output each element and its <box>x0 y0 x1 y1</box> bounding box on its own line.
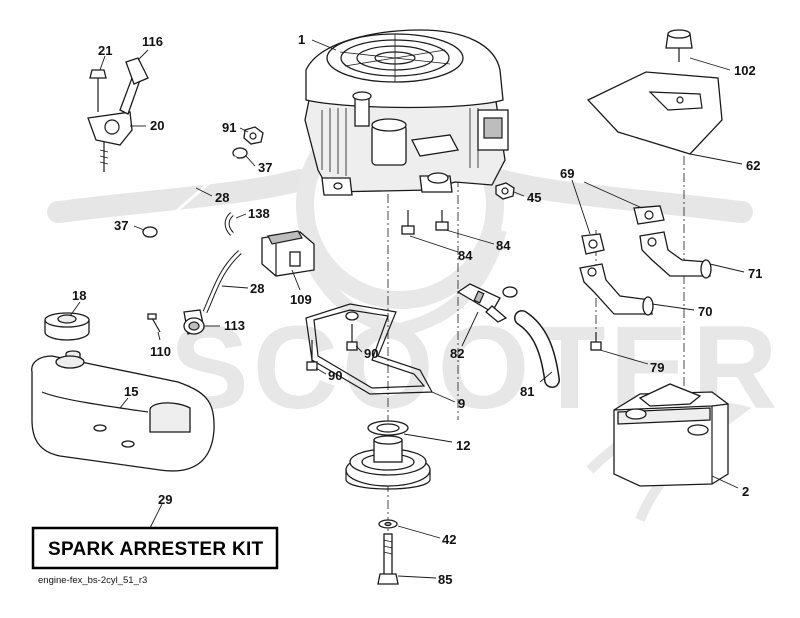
callout-28-upper: 28 <box>215 190 229 205</box>
callout-109: 109 <box>290 292 312 307</box>
nut-45 <box>495 182 515 200</box>
diagram-file-name: engine-fex_bs-2cyl_51_r3 <box>38 575 147 586</box>
callout-71: 71 <box>748 266 762 281</box>
callout-12: 12 <box>456 438 470 453</box>
callout-18: 18 <box>72 288 86 303</box>
callout-labels: 1 2 9 12 15 18 20 21 28 28 29 37 37 42 4… <box>72 32 762 587</box>
fuel-cap-18 <box>44 312 90 341</box>
exhaust-pipe-71 <box>639 231 712 279</box>
bolts-90 <box>306 324 358 371</box>
callout-84-right: 84 <box>496 238 511 253</box>
callout-116: 116 <box>142 34 163 49</box>
heat-shield-62 <box>586 71 723 155</box>
engine-assembly <box>304 29 509 196</box>
bolt-79 <box>590 332 602 351</box>
watermark-logo: SCOOTER <box>47 101 778 522</box>
callout-82: 82 <box>450 346 464 361</box>
callout-91: 91 <box>222 120 236 135</box>
callout-113: 113 <box>224 318 245 333</box>
callout-2: 2 <box>742 484 749 499</box>
fuel-line-upper <box>142 126 264 238</box>
cylinder-fins <box>321 108 479 176</box>
callout-45: 45 <box>527 190 541 205</box>
callout-90-lower: 90 <box>328 368 342 383</box>
leader-lines <box>69 39 745 579</box>
muffler-2 <box>613 383 729 487</box>
fuel-tank-15 <box>31 350 215 472</box>
knob-102 <box>665 29 693 62</box>
callout-42: 42 <box>442 532 456 547</box>
callout-69: 69 <box>560 166 574 181</box>
exhaust-pipe-70 <box>579 263 654 316</box>
callout-1: 1 <box>298 32 305 47</box>
gaskets-69 <box>581 205 665 255</box>
callout-81: 81 <box>520 384 534 399</box>
callout-85: 85 <box>438 572 452 587</box>
bolt-85 <box>377 533 399 585</box>
callout-9: 9 <box>458 396 465 411</box>
hose-81 <box>514 310 560 388</box>
callout-70: 70 <box>698 304 712 319</box>
callout-84-left: 84 <box>458 248 473 263</box>
spark-arrester-kit-box: SPARK ARRESTER KIT <box>31 526 279 570</box>
pulley-12 <box>345 420 431 490</box>
spark-arrester-kit-label: SPARK ARRESTER KIT <box>48 539 264 560</box>
callout-37-lower: 37 <box>114 218 128 233</box>
callout-28-lower: 28 <box>250 281 264 296</box>
callout-62: 62 <box>746 158 760 173</box>
callout-15: 15 <box>124 384 138 399</box>
shutoff-valve-113 <box>183 309 205 335</box>
callout-29: 29 <box>158 492 172 507</box>
fuel-line-lower <box>202 250 242 314</box>
washer-42 <box>378 519 398 529</box>
callout-79: 79 <box>650 360 664 375</box>
callout-138: 138 <box>248 206 270 221</box>
callout-21: 21 <box>98 43 112 58</box>
callout-20: 20 <box>150 118 164 133</box>
pin-110 <box>147 313 161 333</box>
engine-mount-bolts <box>401 210 449 235</box>
callout-110: 110 <box>150 344 171 359</box>
belt-guide-9 <box>305 303 433 395</box>
callout-90-upper: 90 <box>364 346 378 361</box>
fuel-pump-109 <box>261 230 315 277</box>
part-82 <box>456 283 518 323</box>
callout-37-upper: 37 <box>258 160 272 175</box>
callout-102: 102 <box>734 63 756 78</box>
throttle-control-assembly <box>87 57 149 172</box>
